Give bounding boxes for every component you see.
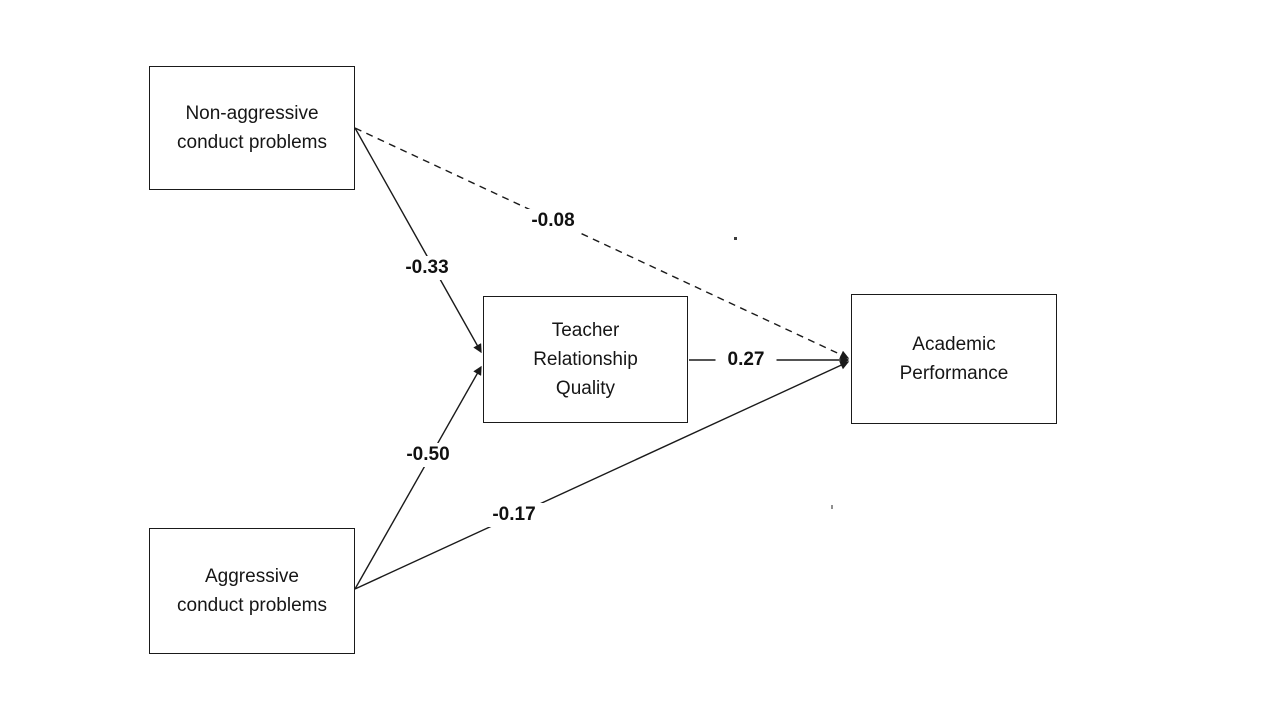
node-label-line: Non-aggressive bbox=[185, 103, 319, 124]
node-label-line: conduct problems bbox=[177, 595, 327, 616]
node-academic-performance: Academic Performance bbox=[851, 294, 1057, 424]
coefficient-label-nonaggressive-teacher: -0.33 bbox=[396, 256, 458, 280]
stray-dot bbox=[734, 237, 737, 240]
edge-aggressive-to-teacher bbox=[354, 365, 482, 590]
coefficient-label-aggressive-teacher: -0.50 bbox=[397, 443, 459, 467]
node-teacher-relationship-quality: Teacher Relationship Quality bbox=[483, 296, 688, 423]
node-label-line: Teacher bbox=[551, 320, 620, 341]
stray-dot bbox=[831, 505, 833, 509]
coefficient-label-teacher-academic: 0.27 bbox=[715, 348, 777, 372]
node-label-line: Aggressive bbox=[205, 566, 299, 587]
node-non-aggressive-conduct-problems: Non-aggressive conduct problems bbox=[149, 66, 355, 190]
coefficient-label-nonaggressive-academic: -0.08 bbox=[522, 209, 584, 233]
edge-nonaggressive-to-teacher bbox=[354, 127, 482, 354]
node-label-line: Academic bbox=[912, 334, 996, 355]
coefficient-label-aggressive-academic: -0.17 bbox=[483, 503, 545, 527]
node-label-line: Relationship bbox=[533, 349, 638, 370]
node-label-line: Quality bbox=[555, 378, 616, 399]
node-label-line: Performance bbox=[899, 363, 1009, 384]
node-label-line: conduct problems bbox=[177, 132, 327, 153]
node-aggressive-conduct-problems: Aggressive conduct problems bbox=[149, 528, 355, 654]
